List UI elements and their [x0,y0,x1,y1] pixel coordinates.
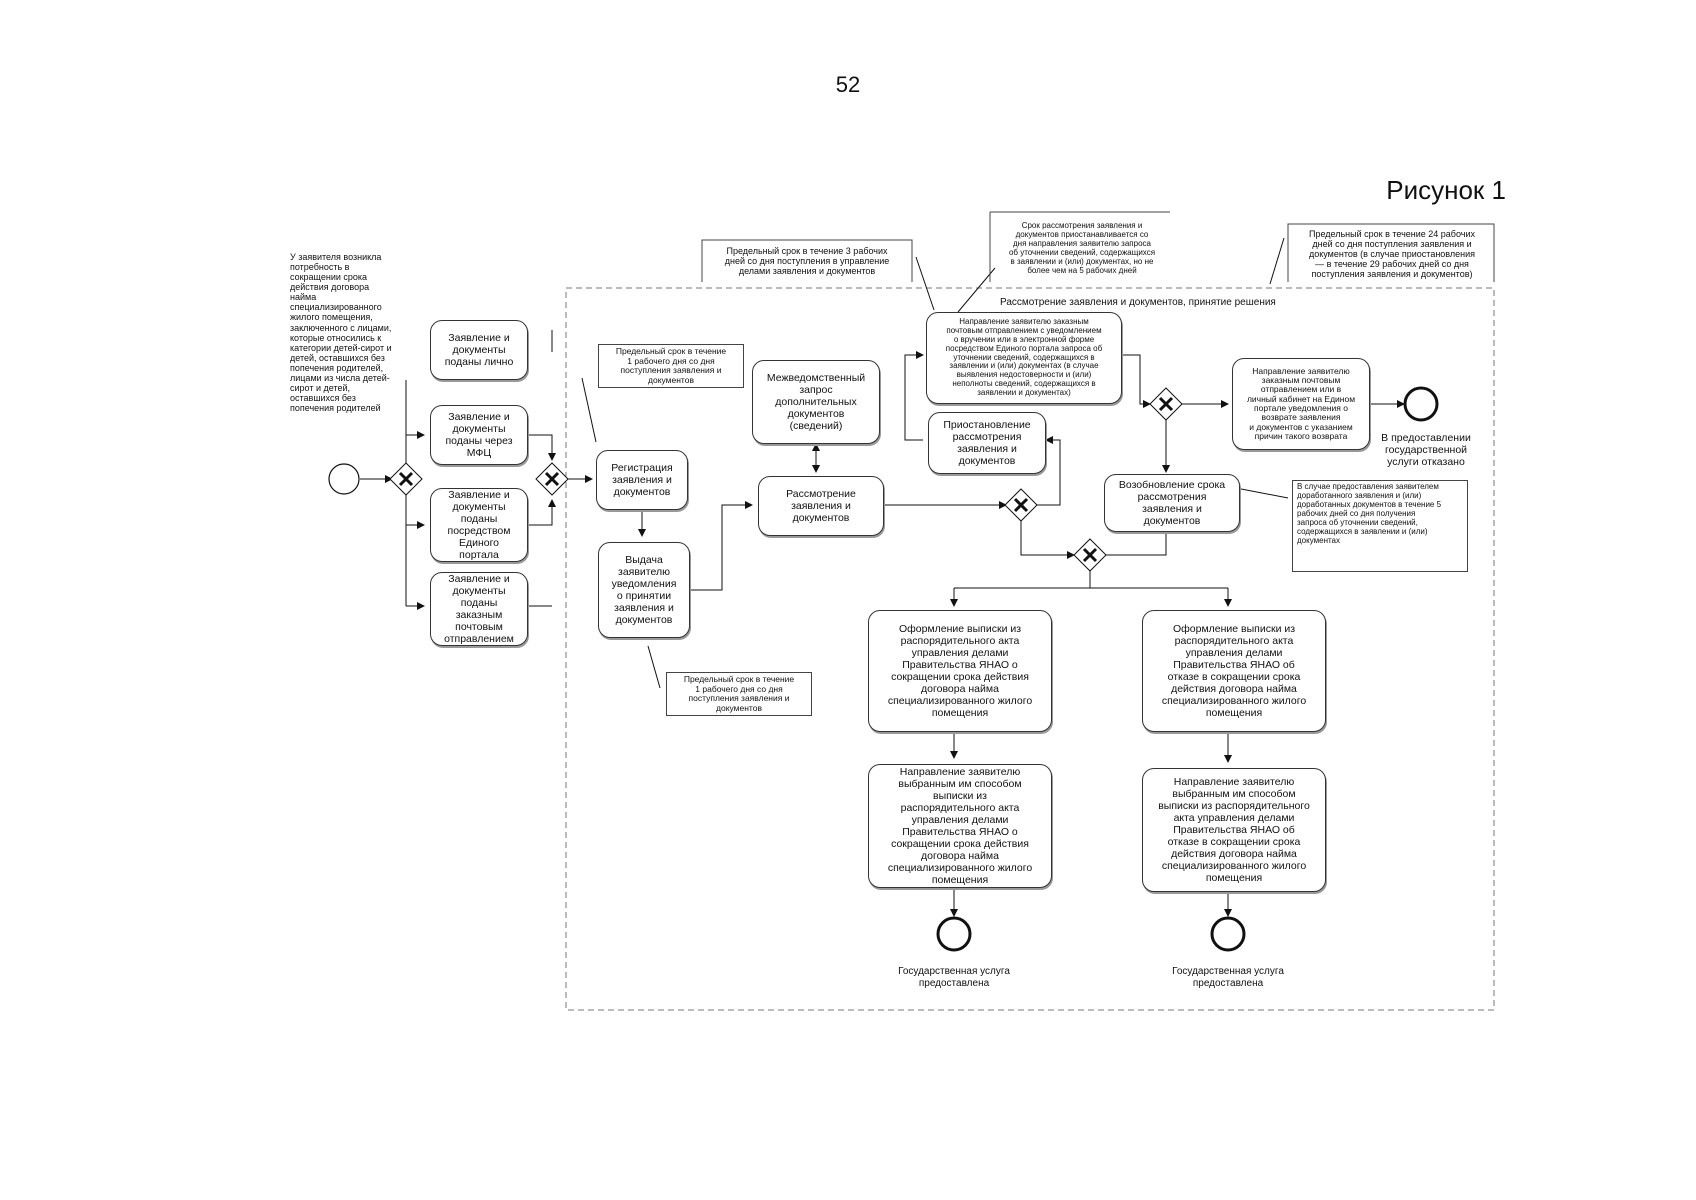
gateway-2 [535,462,569,496]
intro-text: У заявителя возникла потребность в сокра… [290,252,392,414]
task-return-docs: Направление заявителю заказным почтовым … [1232,358,1370,450]
end-label-provided-2: Государственная услуга предоставлена [1172,966,1284,989]
gateway-5 [1073,538,1107,572]
note-1-day-notice: Предельный срок в течение 1 рабочего дня… [666,672,812,717]
note-suspension: Срок рассмотрения заявления и документов… [1008,221,1156,275]
task-resume: Возобновление срока рассмотрения заявлен… [1104,474,1240,532]
task-extract-approve: Оформление выписки из распорядительного … [868,610,1052,732]
end-label-refused: В предоставлении государственной услуги … [1381,432,1471,469]
end-event-provided-2 [1210,916,1246,952]
note-1-day-registration: Предельный срок в течение 1 рабочего дня… [598,344,744,389]
note-3-days: Предельный срок в течение 3 рабочих дней… [724,246,890,277]
end-label-provided-1: Государственная услуга предоставлена [898,966,1010,989]
start-event [328,463,360,495]
gateway-3 [1004,488,1038,522]
task-registration: Регистрация заявления и документов [596,450,688,510]
task-send-approve: Направление заявителю выбранным им спосо… [868,764,1052,888]
task-submit-mail: Заявление и документы поданы заказным по… [430,572,528,646]
gateway-4 [1149,387,1183,421]
pool-border [565,287,1495,1011]
task-submit-mfc: Заявление и документы поданы через МФЦ [430,405,528,465]
task-extract-refuse: Оформление выписки из распорядительного … [1142,610,1326,732]
task-submit-portal: Заявление и документы поданы посредством… [430,488,528,562]
task-interagency: Межведомственный запрос дополнительных д… [752,360,880,444]
note-resume-condition: В случае предоставления заявителем дораб… [1292,480,1468,572]
end-event-provided-1 [936,916,972,952]
figure-label: Рисунок 1 [1386,175,1506,205]
task-send-clarification: Направление заявителю заказным почтовым … [926,312,1122,404]
task-issue-notice: Выдача заявителю уведомления о принятии … [598,542,690,638]
note-24-days: Предельный срок в течение 24 рабочих дне… [1308,229,1475,280]
end-event-refused [1403,386,1439,422]
page-number: 52 [835,72,861,97]
task-suspend: Приостановление рассмотрения заявления и… [928,412,1046,474]
gateway-1 [389,462,423,496]
pool-title: Рассмотрение заявления и документов, при… [1000,297,1276,308]
task-submit-personal: Заявление и документы поданы лично [430,320,528,380]
task-review: Рассмотрение заявления и документов [758,476,884,536]
task-send-refuse: Направление заявителю выбранным им спосо… [1142,768,1326,892]
